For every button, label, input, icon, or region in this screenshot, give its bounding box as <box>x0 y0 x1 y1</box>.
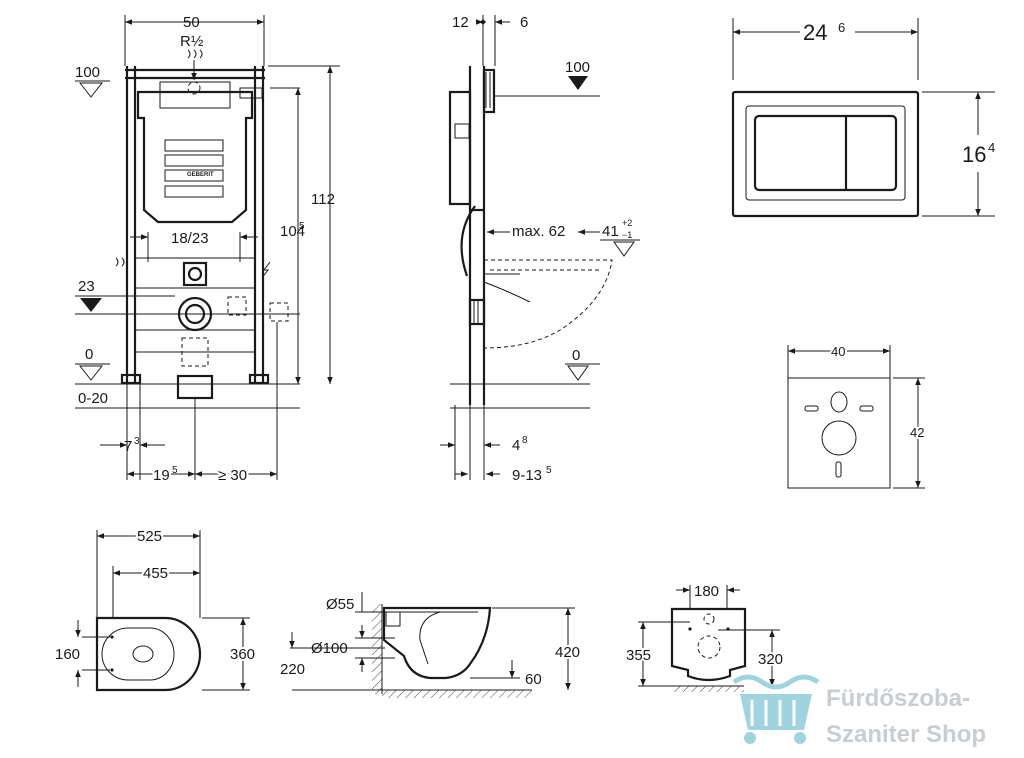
watermark-line2: Szaniter Shop <box>826 721 986 748</box>
offset-19-label: 19 <box>153 467 170 484</box>
pad-width-label: 40 <box>831 344 845 359</box>
bowl-w180-label: 180 <box>694 583 719 600</box>
plate-width-label: 24 <box>803 20 827 45</box>
side-top-12-label: 12 <box>452 14 469 31</box>
shower-logo-icon <box>732 674 820 744</box>
bowl-length-455: 455 <box>143 565 168 582</box>
spacing-label: 18/23 <box>171 230 209 247</box>
side-h41-tol-plus: +2 <box>622 218 632 228</box>
side-max-62-label: max. 62 <box>512 223 565 240</box>
pad-height-label: 42 <box>910 425 924 440</box>
bowl-h420-label: 420 <box>555 644 580 661</box>
level-0-label: 0 <box>85 346 93 363</box>
level-23-label: 23 <box>78 278 95 295</box>
offset-7-sup: 3 <box>134 436 140 447</box>
plate-width-sup: 6 <box>838 20 845 35</box>
min-30-label: ≥ 30 <box>218 467 247 484</box>
plate-height-sup: 4 <box>988 140 995 155</box>
level-range-label: 0-20 <box>78 390 108 407</box>
side-range-9-sup: 5 <box>546 465 552 476</box>
bowl-h355-label: 355 <box>626 647 651 664</box>
frame-side-view: 12 6 100 max. 62 41 +2 −1 0 <box>440 14 640 484</box>
actuator-plate-drawing: 24 6 16 4 <box>731 18 995 218</box>
side-h41-tol-minus: −1 <box>622 230 632 240</box>
side-level-0-label: 0 <box>572 347 580 364</box>
side-bottom-4-sup: 8 <box>522 435 528 446</box>
frame-front-view: 50 R½ 100 GEBERIT 18/23 <box>75 14 340 486</box>
bowl-top-view: 525 455 160 360 <box>55 526 257 692</box>
thread-label: R½ <box>180 33 204 50</box>
bowl-h60-label: 60 <box>525 671 542 688</box>
height-104-label: 104 <box>280 223 305 240</box>
height-112-label: 112 <box>311 191 335 208</box>
bowl-back-view: 180 355 320 <box>624 583 785 692</box>
brand-logo: GEBERIT <box>187 172 214 178</box>
watermark-line1: Fürdőszoba- <box>826 685 970 712</box>
bowl-h220-label: 220 <box>280 661 305 678</box>
side-top-6-label: 6 <box>520 14 528 31</box>
height-104-sup: 5 <box>299 221 305 232</box>
side-h41-label: 41 <box>602 223 619 240</box>
offset-19-sup: 5 <box>172 465 178 476</box>
side-level-100-label: 100 <box>565 59 590 76</box>
level-100-label: 100 <box>75 64 100 81</box>
insulation-pad-drawing: 40 42 <box>787 342 926 489</box>
bowl-width-160: 160 <box>55 646 80 663</box>
plate-height-label: 16 <box>962 142 986 167</box>
bowl-length-525: 525 <box>137 528 162 545</box>
bowl-d55-label: Ø55 <box>326 596 354 613</box>
side-bottom-4-label: 4 <box>512 437 520 454</box>
offset-7-label: 7 <box>124 438 132 455</box>
frame-width-label: 50 <box>183 14 200 31</box>
bowl-h320-label: 320 <box>758 651 783 668</box>
bowl-side-view: Ø55 Ø100 220 420 60 <box>280 592 582 698</box>
side-range-9-label: 9-13 <box>512 467 542 484</box>
bowl-width-360: 360 <box>230 646 255 663</box>
shop-watermark: Fürdőszoba- Szaniter Shop <box>732 674 986 748</box>
